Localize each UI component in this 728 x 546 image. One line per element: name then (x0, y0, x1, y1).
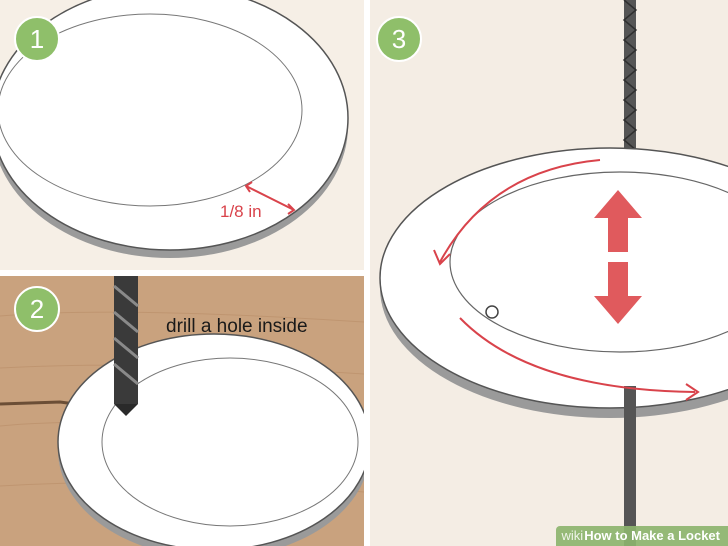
step-number-badge: 3 (376, 16, 422, 62)
step-caption: drill a hole inside (166, 316, 308, 337)
measurement-arrow-icon (244, 181, 296, 215)
up-down-arrows-icon (594, 190, 642, 324)
watermark-brand: wiki (561, 528, 584, 543)
step-number-badge: 2 (14, 286, 60, 332)
step-1-panel: 1 1/8 in (0, 0, 364, 270)
rotation-arrows-icon (433, 159, 700, 401)
saw-illustration (379, 0, 728, 546)
watermark-title: How to Make a Locket (584, 528, 720, 543)
disc-illustration (0, 0, 349, 258)
step-number-badge: 1 (14, 16, 60, 62)
drill-bit-icon (113, 276, 139, 416)
drill-illustration (0, 276, 364, 546)
step-2-panel: 2 drill a hole inside (0, 276, 364, 546)
wikihow-watermark: wikiHow to Make a Locket (555, 526, 728, 546)
step-3-panel: 3 (370, 0, 728, 546)
measurement-label: 1/8 in (220, 202, 262, 221)
